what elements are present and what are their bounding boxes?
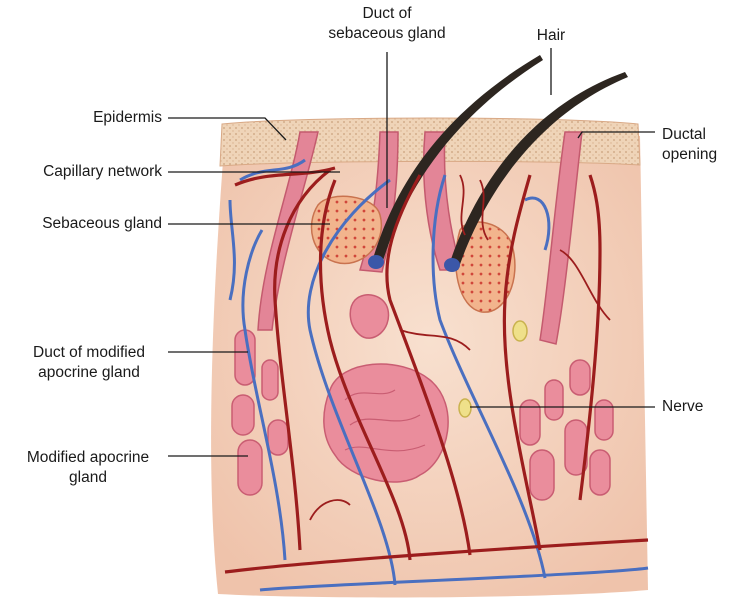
label-duct-of-modified-apocrine-gland: Duct of modified apocrine gland bbox=[14, 343, 164, 383]
label-nerve: Nerve bbox=[662, 397, 703, 417]
label-modified-apocrine-gland: Modified apocrine gland bbox=[8, 448, 168, 488]
label-sebaceous-gland: Sebaceous gland bbox=[42, 214, 162, 234]
label-epidermis: Epidermis bbox=[93, 108, 162, 128]
label-hair: Hair bbox=[526, 26, 576, 46]
label-capillary-network: Capillary network bbox=[43, 162, 162, 182]
label-ductal-opening: Ductal opening bbox=[662, 125, 717, 165]
label-duct-of-sebaceous-gland: Duct of sebaceous gland bbox=[312, 4, 462, 44]
